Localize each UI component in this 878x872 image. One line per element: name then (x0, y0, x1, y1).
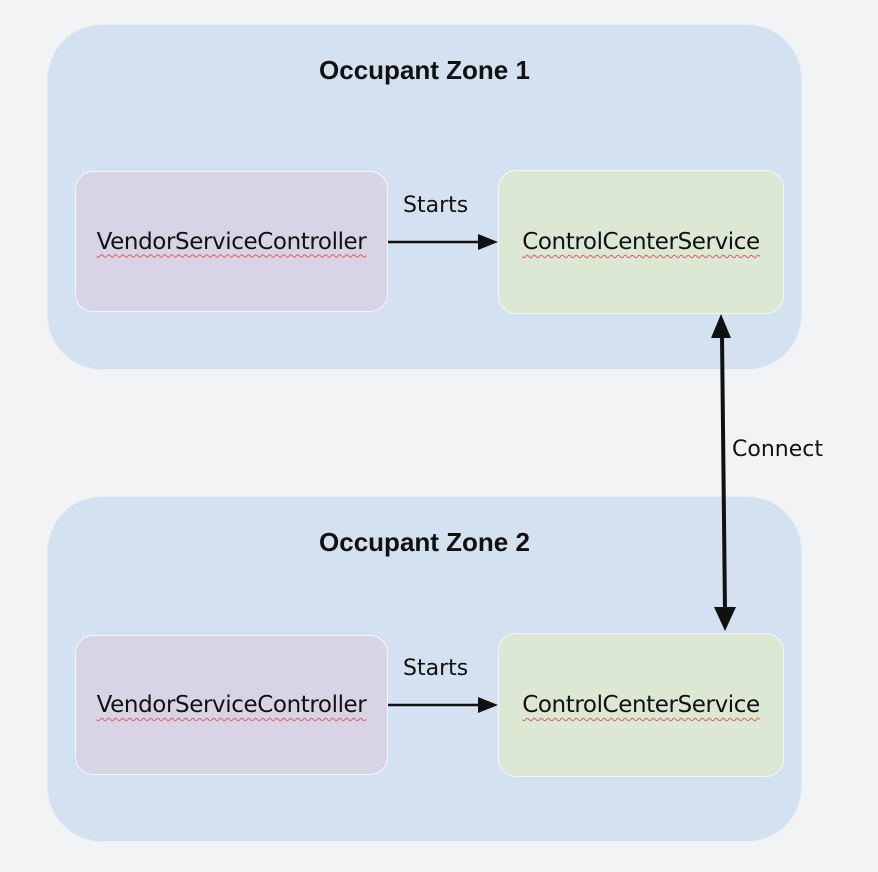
control-center-service-node-1: ControlCenterService (498, 170, 784, 314)
vendor-service-controller-node-2: VendorServiceController (75, 635, 388, 775)
node-label: VendorServiceController (96, 692, 367, 718)
node-label: ControlCenterService (522, 692, 760, 718)
node-label: ControlCenterService (522, 229, 760, 255)
connect-arrow (711, 314, 736, 631)
connect-edge-label: Connect (732, 437, 823, 462)
zone-title: Occupant Zone 2 (319, 527, 530, 557)
starts-arrow-1 (388, 234, 498, 250)
control-center-service-node-2: ControlCenterService (498, 633, 784, 777)
starts-arrow-2 (388, 697, 498, 713)
starts-edge-label-2: Starts (403, 656, 469, 681)
node-label: VendorServiceController (96, 228, 367, 255)
zone-title: Occupant Zone 1 (319, 55, 530, 85)
starts-edge-label-1: Starts (403, 193, 469, 218)
vendor-service-controller-node-1: VendorServiceController (75, 171, 388, 312)
